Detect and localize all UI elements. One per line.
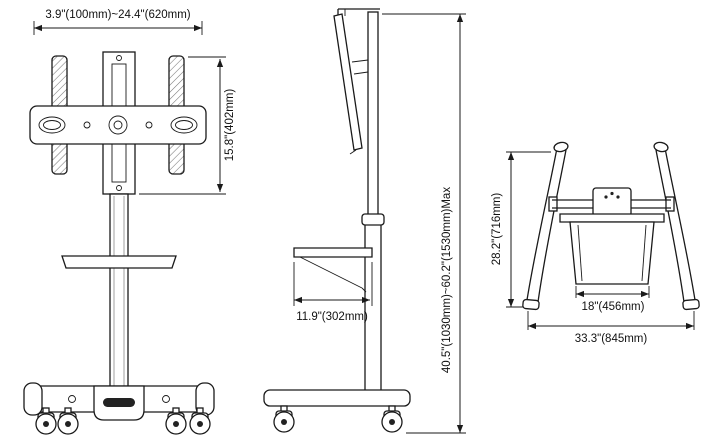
rear-shelf-plate <box>559 187 665 285</box>
rear-view: 28.2"(716mm) 18"(456mm) 33.3"(845mm) <box>491 141 700 345</box>
dim-label-rear-base-width: 33.3"(845mm) <box>575 333 648 345</box>
side-view: 11.9"(302mm) 40.5"(1030mm)~60.2"(1530mm)… <box>263 8 466 434</box>
brand-logo <box>103 398 135 407</box>
base-frame-side <box>263 389 411 407</box>
dim-front-width: 3.9"(100mm)~24.4"(620mm) <box>33 9 203 35</box>
dim-rear-base-width: 33.3"(845mm) <box>527 311 695 345</box>
av-shelf-side <box>293 247 373 293</box>
foot-pad <box>682 298 700 311</box>
base-frame-front <box>23 382 215 421</box>
dim-front-bracket-height: 15.8"(402mm) <box>139 56 236 195</box>
height-clamp-knob <box>361 213 385 226</box>
caster-wheel <box>381 405 403 433</box>
mount-arms <box>351 59 369 75</box>
support-pole-front <box>109 193 129 391</box>
dim-label-side-height-range: 40.5"(1030mm)~60.2"(1530mm)Max <box>441 187 453 373</box>
telescoping-pole <box>361 11 385 393</box>
tv-mount-bracket <box>29 105 207 145</box>
dim-label-front-bracket-height: 15.8"(402mm) <box>224 89 236 162</box>
rear-frame-right <box>653 141 700 311</box>
dim-rear-frame-height: 28.2"(716mm) <box>491 151 551 308</box>
dim-side-shelf-depth: 11.9"(302mm) <box>293 262 373 323</box>
av-shelf-front <box>61 255 177 269</box>
dim-rear-shelf-width: 18"(456mm) <box>575 286 650 313</box>
dim-label-side-shelf-depth: 11.9"(302mm) <box>296 311 368 323</box>
dim-label-front-width-range: 3.9"(100mm)~24.4"(620mm) <box>45 9 190 21</box>
dim-label-rear-frame-height: 28.2"(716mm) <box>491 193 503 266</box>
tv-panel-side <box>333 13 363 155</box>
front-view: 3.9"(100mm)~24.4"(620mm) <box>23 9 236 435</box>
dim-label-rear-shelf-width: 18"(456mm) <box>582 301 645 313</box>
caster-wheel <box>273 405 295 433</box>
rear-frame-left <box>522 141 569 311</box>
foot-pad <box>522 298 540 311</box>
dim-side-height: 40.5"(1030mm)~60.2"(1530mm)Max <box>382 13 466 434</box>
